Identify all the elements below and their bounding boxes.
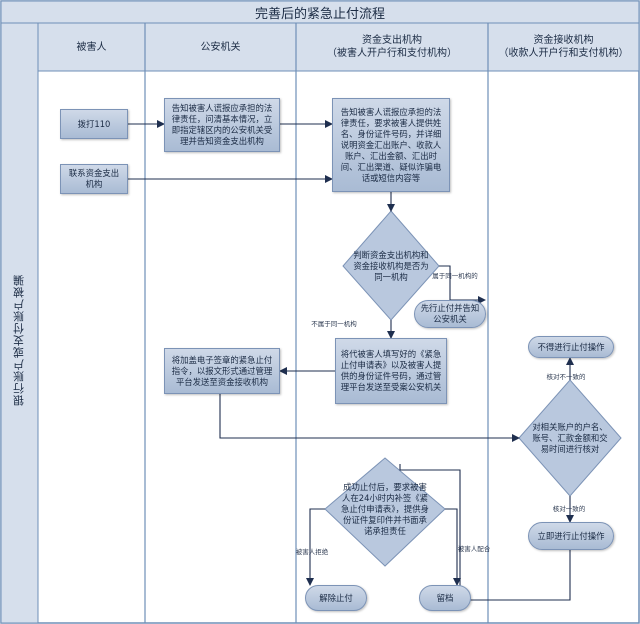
side-label: 银行账户或支付账户被骗 bbox=[12, 274, 26, 406]
node-payer-inform: 告知被害人谎报应承担的法律责任，要求被害人提供姓名、身份证件号码，并详细说明资金… bbox=[332, 98, 450, 192]
node-do-stop: 立即进行止付操作 bbox=[528, 522, 614, 550]
edge-do-stop-to-after bbox=[399, 464, 571, 601]
lane-header-payer: 资金支出机构 （被害人开户行和支付机构） bbox=[296, 23, 488, 71]
node-stop-first: 先行止付并告知公安机关 bbox=[414, 300, 486, 328]
node-dial-110: 拨打110 bbox=[60, 109, 128, 139]
node-judge-same: 判断资金支出机构和资金接收机构是否为同一机构 bbox=[353, 249, 429, 282]
edge-label-refuse: 被害人拒绝 bbox=[295, 548, 329, 556]
node-verify: 对相关账户的户名、账号、汇款金额和交易时间进行核对 bbox=[532, 421, 608, 454]
node-contact-payer: 联系资金支出机构 bbox=[60, 164, 128, 194]
edge-after-to-release bbox=[306, 508, 325, 586]
side-bar bbox=[0, 22, 39, 624]
lane-header-payer-title: 资金支出机构 bbox=[362, 35, 422, 46]
edge-send-to-verify bbox=[219, 394, 520, 442]
node-release: 解除止付 bbox=[305, 585, 367, 611]
decision-diamond-after bbox=[324, 457, 446, 567]
lane-header-victim: 被害人 bbox=[76, 41, 107, 53]
lane-header-payee-title: 资金接收机构 bbox=[533, 35, 594, 46]
lane-header-police: 公安机关 bbox=[200, 41, 241, 53]
node-no-stop: 不得进行止付操作 bbox=[528, 336, 614, 358]
lane-header-payer-sub: （被害人开户行和支付机构） bbox=[327, 48, 457, 59]
node-fill-form: 将代被害人填写好的《紧急止付申请表》以及被害人提供的身份证件号码，通过管理平台发… bbox=[335, 338, 447, 404]
edge-label-match: 核对一致的 bbox=[552, 505, 586, 513]
header-row bbox=[37, 22, 640, 72]
edge-label-cooperate: 被害人配合 bbox=[457, 545, 491, 553]
node-archive: 留档 bbox=[419, 585, 471, 611]
page-title: 完善后的紧急止付流程 bbox=[254, 6, 385, 22]
lane-header-payee-sub: （收款人开户行和支付机构） bbox=[498, 48, 629, 59]
lane-header-payee: 资金接收机构 （收款人开户行和支付机构） bbox=[488, 23, 639, 71]
edge-after-to-archive bbox=[445, 508, 461, 586]
edge-label-same: 属于同一机构的 bbox=[432, 272, 478, 280]
edge-label-mismatch: 核对不一致的 bbox=[546, 373, 586, 381]
edge-label-not-same: 不属于同一机构 bbox=[311, 320, 357, 328]
node-after-stop: 成功止付后，要求被害人在24小时内补签《紧急止付申请表》，提供身份证件复印件并书… bbox=[341, 481, 429, 536]
node-police-inform: 告知被害人谎报应承担的法律责任，问清基本情况，立即指定辖区内的公安机关受理并告知… bbox=[164, 98, 280, 152]
node-police-send: 将加盖电子签章的紧急止付指令，以报文形式通过管理平台发送至资金接收机构 bbox=[164, 348, 280, 394]
